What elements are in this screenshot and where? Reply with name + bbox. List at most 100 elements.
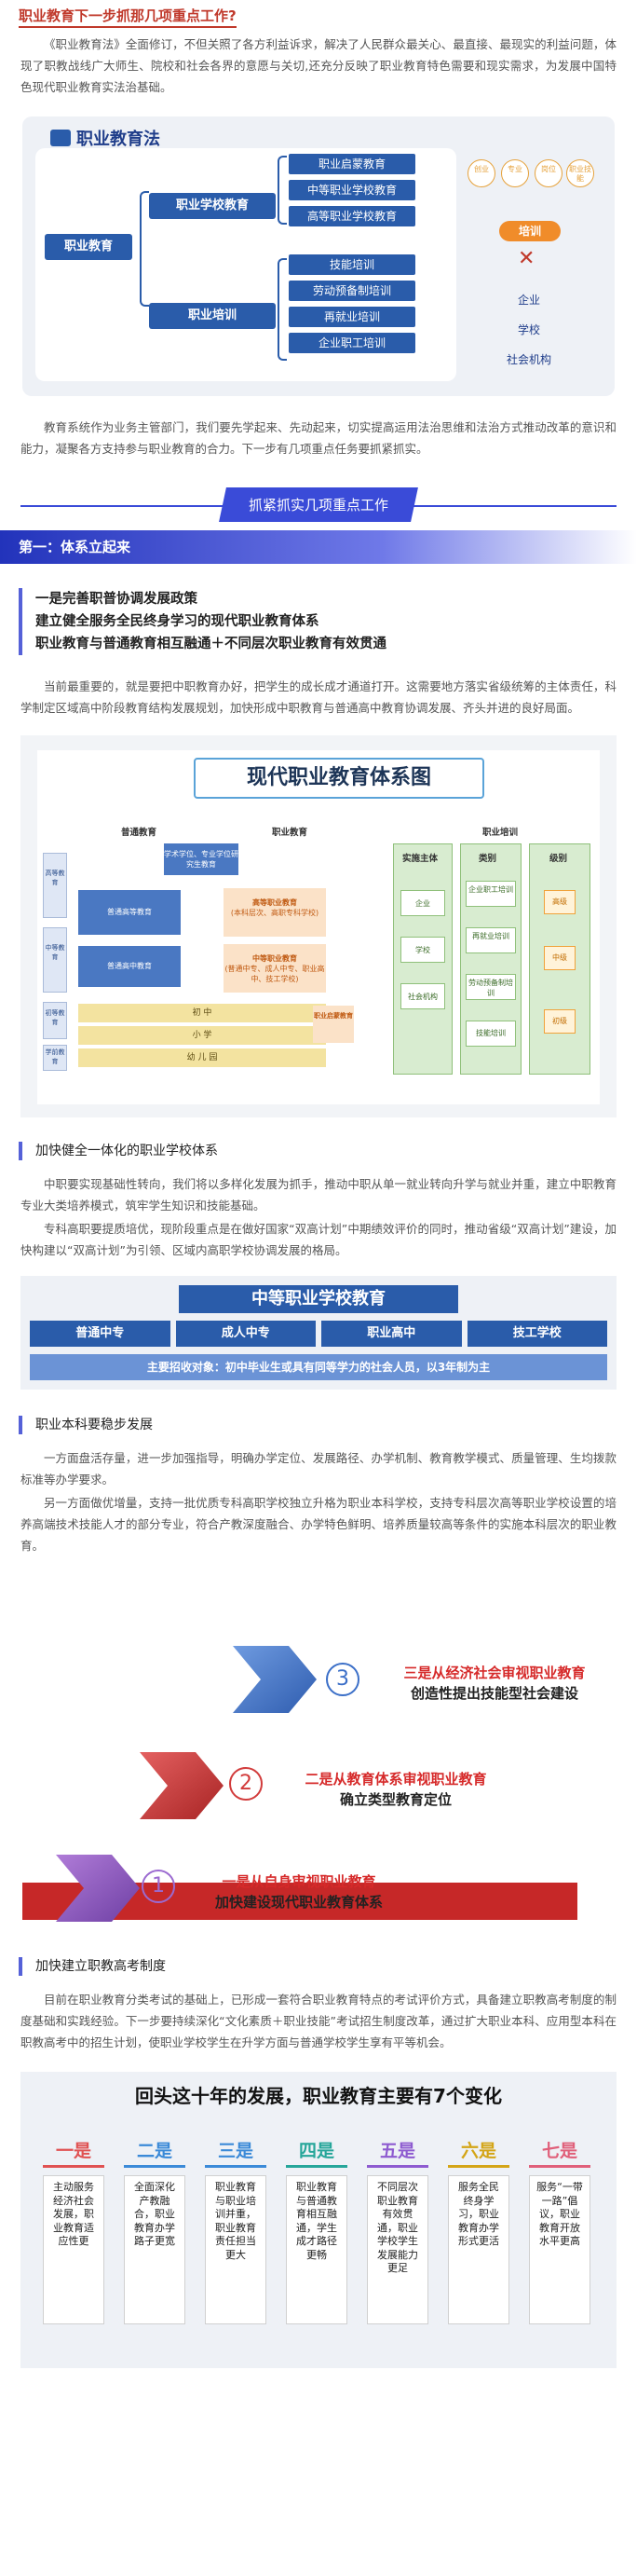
- grade-item: 高级: [544, 890, 576, 914]
- change-number: 五是: [379, 2141, 415, 2161]
- change-divider: [286, 2165, 347, 2168]
- change-text: 不同层次职业教育有效贯通，职业学校学生发展能力更足: [367, 2175, 428, 2324]
- impl-item: 社会机构: [400, 983, 445, 1009]
- step-number-2: 2: [229, 1767, 263, 1801]
- article-title: 职业教育下一步抓那几项重点工作?: [0, 0, 637, 28]
- skill-bubble: 岗位: [535, 159, 562, 187]
- changes-title: 回头这十年的发展，职业教育主要有7个变化: [135, 2085, 502, 2107]
- law-title: 职业教育法: [50, 126, 160, 150]
- org-school: 学校: [482, 318, 576, 342]
- type-item: 再就业培训: [466, 927, 516, 953]
- paragraph-6: 目前在职业教育分类考试的基础上，已形成一套符合职业教育特点的考试评价方式，具备建…: [20, 1993, 617, 2049]
- org-enterprise: 企业: [482, 288, 576, 312]
- school-type: 职业高中: [321, 1321, 462, 1347]
- change-column: 七是服务“一带一路”倡议，职业教育开放水平更高: [529, 2137, 590, 2324]
- change-divider: [367, 2165, 428, 2168]
- impl-item: 学校: [400, 937, 445, 963]
- col-training-label: 职业培训: [482, 828, 519, 838]
- paragraph-4a: 中职要实现基础性转向，我们将以多样化发展为抓手，推动中职从单一就业转向升学与就业…: [20, 1177, 617, 1213]
- law-root-node: 职业教育: [45, 234, 132, 260]
- school-type: 技工学校: [467, 1321, 607, 1347]
- section-banner: 抓紧抓实几项重点工作: [0, 487, 637, 525]
- paragraph-5a: 一方面盘活存量，进一步加强指导，明确办学定位、发展路径、办学机制、教育教学模式、…: [20, 1451, 617, 1487]
- step-1-chevron: [56, 1855, 140, 1922]
- paragraph-3: 当前最重要的，就是要把中职教育办好，把学生的成长成才通道打开。这需要地方落实省级…: [20, 679, 617, 715]
- schools-note: 主要招收对象：初中毕业生或具有同等学力的社会人员，以3年制为主: [30, 1354, 607, 1380]
- change-number: 四是: [298, 2141, 334, 2161]
- law-side-panel: 创业 专业 岗位 职业技能 培训 ✕ 企业 学校 社会机构: [462, 148, 594, 381]
- law-leaf: 高等职业学校教育: [289, 206, 415, 226]
- step-number-1: 1: [142, 1870, 175, 1903]
- vocational-system-diagram: 现代职业教育体系图 普通教育 职业教育 职业培训 高等教育 中等教育 初等教育 …: [20, 735, 617, 1117]
- change-number: 三是: [217, 2141, 253, 2161]
- step-2-chevron: [140, 1752, 224, 1819]
- change-divider: [43, 2165, 104, 2168]
- law-leaf: 再就业培训: [289, 307, 415, 327]
- skill-bubble: 创业: [468, 159, 495, 187]
- school-type: 普通中专: [30, 1321, 170, 1347]
- law-leaf: 企业职工培训: [289, 333, 415, 353]
- age-label: 初等教育: [43, 1002, 67, 1039]
- academic-box: 学术学位、专业学位研究生教育: [164, 843, 238, 875]
- step-2-text: 二是从教育体系审视职业教育确立类型教育定位: [305, 1771, 487, 1808]
- impl-label: 实施主体: [402, 854, 439, 864]
- law-leaf: 职业启蒙教育: [289, 154, 415, 174]
- high-school-box: 普通高中教育: [78, 946, 181, 987]
- training-pill: 培训: [499, 221, 561, 241]
- primary-box: 小 学: [78, 1026, 326, 1045]
- school-type: 成人中专: [175, 1321, 316, 1347]
- kindergarten-box: 幼 儿 园: [78, 1048, 326, 1067]
- change-number: 七是: [541, 2141, 577, 2161]
- law-branch-training: 职业培训: [149, 303, 276, 329]
- section-1-heading: 第一：体系立起来: [0, 530, 637, 564]
- org-society: 社会机构: [482, 348, 576, 372]
- junior-box: 初 中: [78, 1004, 326, 1022]
- seven-changes-panel: 回头这十年的发展，职业教育主要有7个变化 一是主动服务经济社会发展，职业教育适应…: [20, 2072, 617, 2368]
- system-title: 现代职业教育体系图: [194, 758, 484, 799]
- three-steps-graphic: 1 2 3 一是从自身审视职业教育加快建设现代职业教育体系 二是从教育体系审视职…: [0, 1575, 637, 1929]
- change-column: 五是不同层次职业教育有效贯通，职业学校学生发展能力更足: [367, 2137, 428, 2324]
- change-text: 服务“一带一路”倡议，职业教育开放水平更高: [529, 2175, 590, 2324]
- step-3-chevron: [233, 1646, 317, 1713]
- article-page: 职业教育下一步抓那几项重点工作? 《职业教育法》全面修订，不但关照了各方利益诉求…: [0, 0, 637, 2368]
- law-branch-school: 职业学校教育: [149, 193, 276, 219]
- cross-arrows-icon: ✕: [518, 247, 535, 270]
- mid-voc-box: 中等职业教育(普通中专、成人中专、职业高中、技工学校): [224, 944, 326, 993]
- policy-heading: 一是完善职普协调发展政策 建立健全服务全民终身学习的现代职业教育体系 职业教育与…: [19, 588, 637, 655]
- subheading-undergraduate: 职业本科要稳步发展: [19, 1416, 637, 1434]
- change-column: 二是全面深化产教融合，职业教育办学路子更宽: [124, 2137, 185, 2324]
- impl-item: 企业: [400, 890, 445, 916]
- grade-item: 中级: [544, 946, 576, 970]
- age-label: 中等教育: [43, 927, 67, 993]
- change-column: 一是主动服务经济社会发展，职业教育适应性更: [43, 2137, 104, 2324]
- change-number: 六是: [460, 2141, 496, 2161]
- change-divider: [205, 2165, 266, 2168]
- change-column: 六是服务全民终身学习，职业教育办学形式更活: [448, 2137, 509, 2324]
- age-label: 高等教育: [43, 853, 67, 918]
- grade-label: 级别: [549, 854, 568, 864]
- change-text: 服务全民终身学习，职业教育办学形式更活: [448, 2175, 509, 2324]
- skill-bubble: 职业技能: [566, 159, 594, 187]
- step-number-3: 3: [326, 1663, 359, 1696]
- change-divider: [448, 2165, 509, 2168]
- change-column: 三是职业教育与职业培训并重，职业教育责任担当更大: [205, 2137, 266, 2324]
- age-label: 学前教育: [43, 1045, 67, 1071]
- skill-bubble: 专业: [501, 159, 529, 187]
- law-leaf: 劳动预备制培训: [289, 281, 415, 301]
- law-diagram: 职业教育法 职业教育 职业学校教育 职业培训 职业启蒙教育 中等职业学校教育 高…: [22, 116, 615, 396]
- type-item: 企业职工培训: [466, 881, 516, 907]
- types-label: 类别: [479, 854, 497, 864]
- subheading-school-system: 加快健全一体化的职业学校体系: [19, 1142, 637, 1160]
- change-divider: [124, 2165, 185, 2168]
- change-text: 职业教育与普通教育相互融通，学生成才路径更畅: [286, 2175, 347, 2324]
- subheading-exam: 加快建立职教高考制度: [19, 1957, 637, 1976]
- paragraph-2: 教育系统作为业务主管部门，我们要先学起来、先动起来，切实提高运用法治思维和法治方…: [20, 420, 617, 456]
- change-column: 四是职业教育与普通教育相互融通，学生成才路径更畅: [286, 2137, 347, 2324]
- change-text: 职业教育与职业培训并重，职业教育责任担当更大: [205, 2175, 266, 2324]
- law-leaf: 技能培训: [289, 254, 415, 275]
- col-general-label: 普通教育: [121, 828, 157, 838]
- secondary-school-panel: 中等职业学校教育 普通中专 成人中专 职业高中 技工学校 主要招收对象：初中毕业…: [20, 1276, 617, 1390]
- higher-general-box: 普通高等教育: [78, 890, 181, 935]
- change-text: 主动服务经济社会发展，职业教育适应性更: [43, 2175, 104, 2324]
- change-number: 二是: [136, 2141, 172, 2161]
